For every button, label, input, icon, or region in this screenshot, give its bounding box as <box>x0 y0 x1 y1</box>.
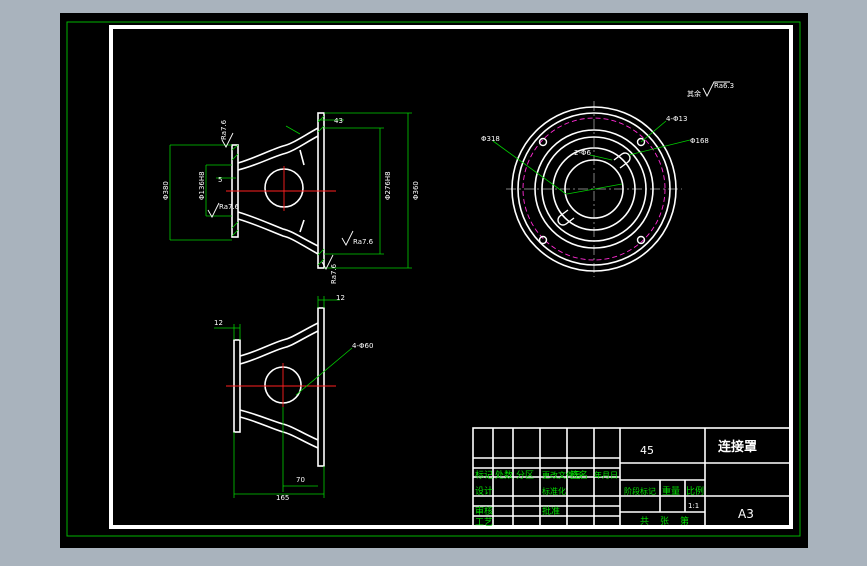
cell-gong: 共 <box>640 516 649 527</box>
cell-chushu: 处数 <box>495 469 513 481</box>
ra-right-bottom: Ra7.6 <box>353 238 374 246</box>
top-view-leaders <box>492 120 691 195</box>
top-dim-d-outer: Φ318 <box>481 135 500 143</box>
cell-jieduan: 阶段标记 <box>624 486 656 496</box>
front-dim-d-flange: Φ276H8 <box>384 171 392 200</box>
cell-zhang: 张 <box>660 516 669 527</box>
cell-qianming: 签名 <box>570 469 588 481</box>
cell-bili: 比例 <box>686 485 704 497</box>
cell-zhongliang: 重量 <box>662 485 680 497</box>
cell-sheji: 设计 <box>475 485 493 497</box>
lower-dim-70: 70 <box>296 476 305 484</box>
model-space <box>60 13 808 548</box>
cell-biaozhunhua: 标准化 <box>542 486 566 496</box>
title-scale: 1:1 <box>688 502 699 510</box>
front-view-dimensions <box>169 112 412 269</box>
title-material: 45 <box>640 444 654 457</box>
ra-left-top: Ra7.6 <box>220 119 228 140</box>
lower-view-dimensions <box>214 296 353 498</box>
top-dim-holes: 4-Φ13 <box>666 115 687 123</box>
cell-biaoji: 标记 <box>475 469 493 481</box>
title-block-labels: 标记 处数 分区 更改文件号 签名 年月日 设计 标准化 审核 工艺 批准 阶段… <box>475 469 704 528</box>
title-block <box>472 427 792 528</box>
front-dim-d-inner: Φ136H8 <box>198 171 206 200</box>
cell-nianyueri: 年月日 <box>594 470 618 480</box>
front-dim-d-overall: Φ360 <box>412 181 420 200</box>
top-view-centerlines <box>506 101 682 277</box>
top-dim-d-hole: Φ168 <box>690 137 709 145</box>
front-dim-43: 43 <box>334 117 343 125</box>
lower-dim-165: 165 <box>276 494 289 502</box>
lower-dim-holes: 4-Φ60 <box>352 342 373 350</box>
cell-gongyi: 工艺 <box>475 517 493 528</box>
cell-fenqu: 分区 <box>516 470 534 481</box>
cell-gengai: 更改文件号 <box>542 470 582 480</box>
title-sheet-size: A3 <box>738 507 754 521</box>
general-roughness-value: Ra6.3 <box>714 82 734 90</box>
front-view-hatch <box>231 115 325 266</box>
top-dim-slots: 2-Φ6 <box>574 149 591 157</box>
front-view-roughness-symbols <box>207 132 354 270</box>
general-roughness: 其余 Ra6.3 <box>687 81 734 98</box>
lower-view-centerlines <box>226 363 336 407</box>
front-view-centerlines <box>226 166 336 211</box>
inner-frame <box>109 25 793 529</box>
cell-shenhe: 审核 <box>475 505 493 517</box>
outer-frame <box>66 21 801 537</box>
cell-di: 第 <box>680 515 689 527</box>
front-dim-d-outer: Φ380 <box>162 181 170 200</box>
title-part-name: 连接罩 <box>718 439 757 455</box>
lower-dim-12-right: 12 <box>336 294 345 302</box>
ra-bottom-vertical: Ra7.6 <box>330 263 338 284</box>
front-dim-5: 5 <box>218 176 222 184</box>
general-roughness-prefix: 其余 <box>687 89 701 98</box>
lower-dim-12-left: 12 <box>214 319 223 327</box>
cell-pizhun: 批准 <box>542 505 560 517</box>
ra-left-mid: Ra7.6 <box>219 203 240 211</box>
